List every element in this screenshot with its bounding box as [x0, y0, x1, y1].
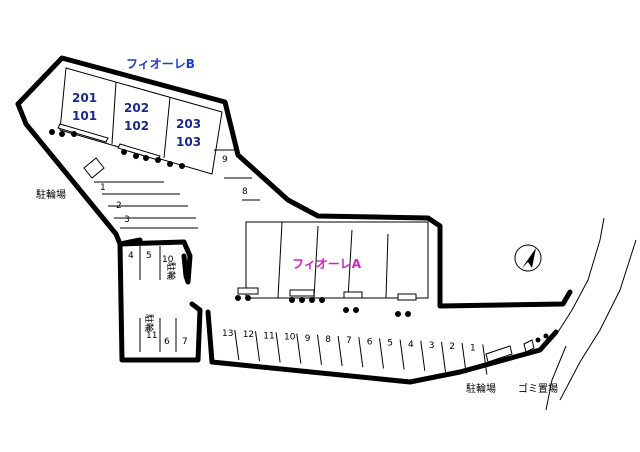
parking-num-1-left: 1: [100, 183, 106, 193]
unit-103: 103: [176, 135, 201, 149]
bottom-parking-divider: [461, 343, 467, 374]
pocket-num-5: 5: [146, 251, 152, 261]
shrubs: [49, 129, 549, 343]
bottom-parking-divider: [275, 332, 281, 363]
building-b: [57, 67, 223, 175]
pocket-parking-lines: [139, 246, 177, 352]
bottom-parking-num: 3: [429, 341, 435, 351]
road-edge-east-3: [545, 345, 567, 411]
pocket-num-7: 7: [182, 337, 188, 347]
bottom-parking-num: 11: [263, 331, 274, 341]
bottom-parking-num: 12: [243, 330, 254, 340]
unit-102: 102: [124, 119, 149, 133]
north-arrow-icon: [514, 244, 542, 272]
bottom-parking-divider: [317, 334, 322, 365]
bottom-parking-lines: [234, 329, 488, 375]
bottom-parking-num: 10: [284, 333, 296, 343]
bottom-parking-divider: [337, 335, 343, 367]
pocket-num-6: 6: [164, 337, 170, 347]
bike-rack-bottom: [485, 345, 513, 363]
building-a-name: フィオーレA: [292, 257, 362, 271]
garbage-label: ゴミ置場: [518, 382, 558, 395]
bike-spot-label: 駐輪: [165, 262, 177, 280]
bottom-parking-divider: [441, 341, 446, 373]
bottom-parking-divider: [255, 331, 260, 362]
bottom-parking-divider: [399, 339, 405, 370]
bottom-parking-num: 13: [222, 329, 233, 339]
parking-num-9-top: 9: [222, 155, 228, 165]
bottom-parking-num: 7: [346, 336, 352, 346]
unit-202: 202: [124, 101, 149, 115]
pocket-num-11: 11: [146, 331, 157, 341]
bottom-parking-divider: [234, 329, 240, 361]
bike-spot-label-2: 駐輪: [143, 314, 155, 332]
parking-pocket-left: [117, 241, 203, 363]
bottom-parking-numbers: 13 12 11 10 9 8 7 6 5 4 3 2 1: [222, 329, 476, 353]
site-boundary-bottom: [205, 309, 559, 385]
bottom-parking-divider: [296, 333, 302, 364]
bottom-parking-num: 5: [387, 339, 393, 349]
bottom-parking-divider: [482, 344, 488, 375]
parking-num-8-top: 8: [242, 187, 248, 197]
parking-num-2-left: 2: [116, 201, 122, 211]
pocket-num-10: 10: [162, 255, 174, 265]
parking-num-3-left: 3: [124, 215, 130, 225]
building-a: [237, 221, 429, 301]
unit-203: 203: [176, 117, 201, 131]
bottom-parking-num: 9: [305, 334, 311, 344]
bottom-parking-divider: [358, 337, 364, 368]
bottom-parking-divider: [420, 340, 426, 371]
bottom-parking-num: 2: [449, 342, 455, 352]
bike-shed: [83, 157, 105, 179]
bottom-parking-num: 1: [470, 343, 476, 353]
pocket-num-4: 4: [128, 251, 134, 261]
road-edge-east-2: [559, 239, 637, 401]
road-edge-east: [557, 217, 605, 333]
unit-201: 201: [72, 91, 97, 105]
site-boundary: [15, 55, 573, 309]
building-b-name: フィオーレB: [126, 57, 195, 71]
bottom-parking-num: 4: [408, 340, 414, 350]
parking-lines-top: [94, 149, 260, 229]
bottom-parking-num: 6: [367, 337, 373, 347]
parking-pocket: [117, 239, 193, 285]
bike-parking-label: 駐輪場: [36, 188, 66, 201]
bottom-parking-num: 8: [325, 335, 331, 345]
bike-parking-label-2: 駐輪場: [466, 382, 496, 395]
bottom-parking-divider: [379, 338, 384, 369]
garbage-box: [523, 339, 535, 353]
unit-101: 101: [72, 109, 97, 123]
